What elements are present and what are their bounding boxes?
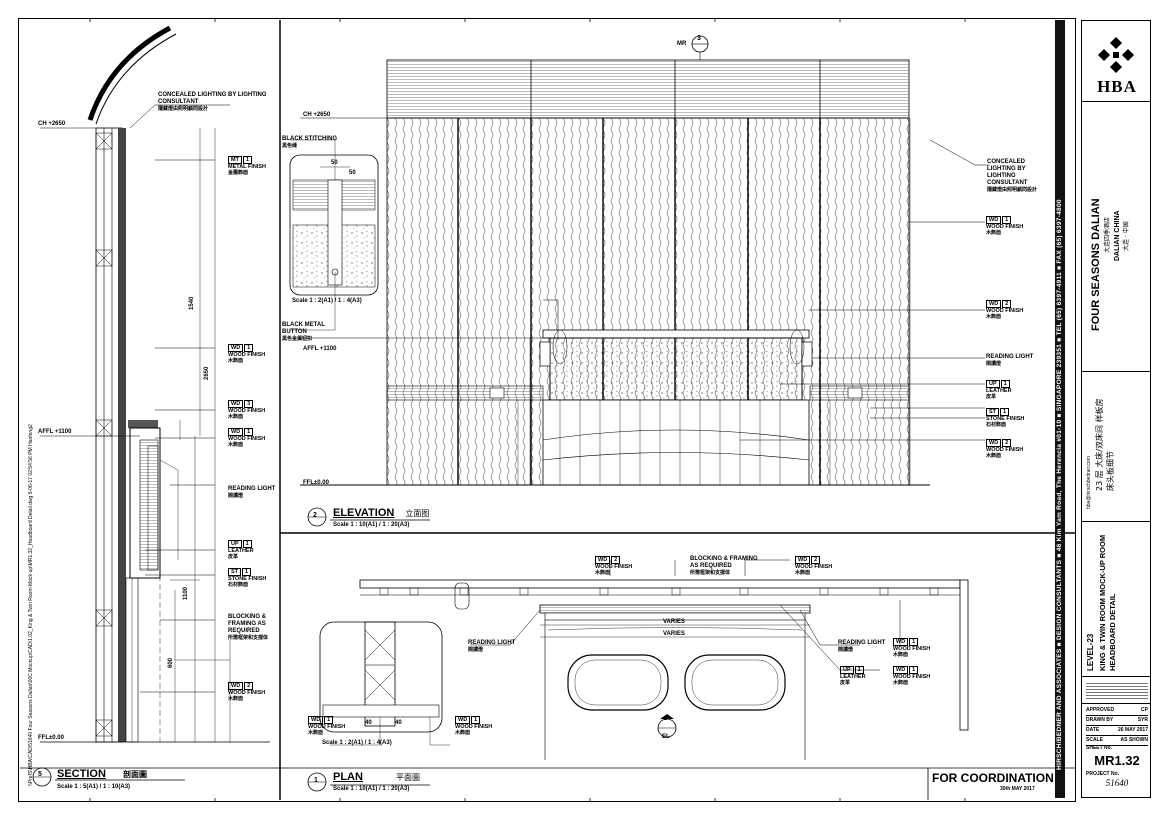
firm-address-strip: HIRSCH/BEDNER AND ASSOCIATES ■ DESIGN CO… <box>1056 199 1063 770</box>
hba-logo-icon <box>1098 37 1134 73</box>
drawing-frame <box>18 18 1076 802</box>
section-number: 5 <box>38 771 42 778</box>
sheet-label: SHEET No. <box>1086 745 1113 751</box>
elevation-concealed-lighting-label: CONCEALED LIGHTING BY LIGHTING CONSULTAN… <box>987 159 1038 193</box>
section-dim-2: 2650 <box>204 366 210 380</box>
file-path: \\PrefS\HBA\CAD\51640 Four Seasons Dalia… <box>28 424 34 786</box>
plan-scale: Scale 1 : 10(A1) / 1 : 20(A3) <box>333 786 410 792</box>
mr-number: 3 <box>697 35 701 42</box>
section-dim-1: 1540 <box>189 296 195 310</box>
side-strip-bar <box>1055 20 1065 798</box>
for-coordination-date: 30th MAY 2017 <box>1000 786 1035 792</box>
plan-detail-scale: Scale 1 : 2(A1) / 1 : 4(A3) <box>322 740 392 746</box>
plan-varies-2: VARIES <box>663 631 685 637</box>
plan-title: PLAN 平面圖 <box>333 771 421 783</box>
project-name: FOUR SEASONS DALIAN <box>1090 198 1102 331</box>
plan-view <box>32 559 969 792</box>
section-concealed-lighting-label: CONCEALED LIGHTING BY LIGHTING CONSULTAN… <box>158 92 267 112</box>
elevation-affl-label: AFFL +1100 <box>303 346 337 352</box>
section-affl-label: AFFL +1100 <box>38 429 72 435</box>
section-view <box>40 25 270 743</box>
section-ch-label: CH +2650 <box>38 121 66 127</box>
project-number: 51640 <box>1105 778 1129 788</box>
project-name-cn: 大连四季酒店 <box>1104 216 1111 253</box>
plan-dim-40b: 40 <box>395 720 402 726</box>
elevation-scale: Scale 1 : 10(A1) / 1 : 20(A3) <box>333 522 410 528</box>
section-scale: Scale 1 : 5(A1) / 1 : 10(A3) <box>57 784 131 790</box>
elevation-view <box>289 35 990 527</box>
grid-ticks <box>89 18 966 802</box>
drawing-title: KING & TWIN ROOM MOCK-UP ROOM HEADBOARD … <box>1098 534 1117 671</box>
for-coordination: FOR COORDINATION <box>932 771 1054 785</box>
plan-varies-1: VARIES <box>663 619 685 625</box>
logo-text: HBA <box>1097 77 1137 96</box>
fine-print <box>1086 681 1148 701</box>
section-title: SECTION 剖面圖 <box>57 768 147 780</box>
el-number: 2 <box>664 716 668 722</box>
sheet-number: MR1.32 <box>1094 753 1140 768</box>
elevation-detail-scale: Scale 1 : 2(A1) / 1 : 4(A3) <box>292 298 362 304</box>
plan-dim-40a: 40 <box>365 720 372 726</box>
section-ffl-label: FFL±0.00 <box>38 735 64 741</box>
level: LEVEL-23 <box>1086 633 1095 671</box>
location: DALIAN CHINA <box>1114 210 1121 261</box>
elevation-ffl-label: FFL±0.00 <box>303 480 329 486</box>
mr-marker: MR <box>677 41 687 47</box>
drawing-title-cn: 23 层 大床/双床间 样板房 床头板细节 <box>1095 398 1115 491</box>
stitch-dim-b: 50 <box>349 170 356 176</box>
elevation-number: 2 <box>313 512 317 519</box>
location-cn: 大连 · 中国 <box>1123 221 1130 251</box>
el-marker: EL <box>662 734 670 740</box>
section-dim-3: 1100 <box>183 586 189 600</box>
project-no-label: PROJECT No. <box>1086 771 1120 777</box>
elevation-ch-label: CH +2650 <box>303 112 331 118</box>
plan-number: 1 <box>314 777 318 784</box>
section-dim-4: 600 <box>168 657 174 668</box>
title-block: HBA FOUR SEASONS DALIAN 大连四季酒店 DALIAN CH… <box>1081 20 1151 798</box>
website: hba@hirschbedner.com <box>1086 456 1092 509</box>
stitch-dim-a: 50 <box>331 160 338 166</box>
elevation-title: ELEVATION 立面图 <box>333 507 430 519</box>
